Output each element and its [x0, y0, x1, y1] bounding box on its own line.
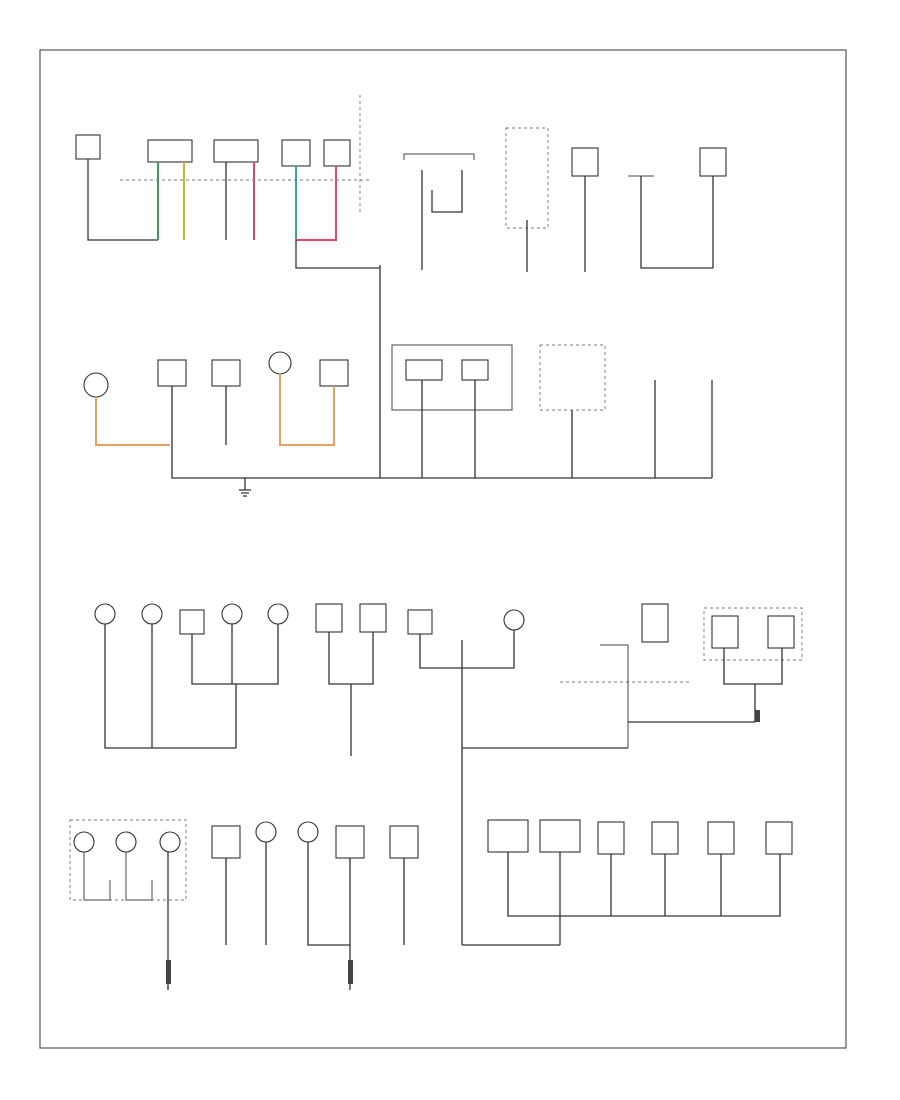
component-box [323, 139, 351, 167]
component-box [539, 819, 581, 853]
component-box [711, 615, 739, 649]
component-box [359, 603, 387, 633]
ground-connector [755, 710, 760, 722]
gauge-bulb [73, 831, 95, 853]
component-box [571, 147, 599, 177]
orange-wire [279, 374, 335, 446]
connector-outline [703, 607, 803, 661]
component-box [157, 359, 187, 387]
component-box [651, 821, 679, 855]
component-box [597, 821, 625, 855]
section-bottom-row [69, 819, 793, 990]
diagram-border [39, 49, 847, 1049]
lamp-bulb [255, 821, 277, 843]
component-bracket [403, 153, 475, 160]
gauge-bulb [115, 831, 137, 853]
component-box [641, 603, 669, 643]
lamp-bulb [141, 603, 163, 625]
ground-connector [348, 960, 353, 984]
component-box [211, 359, 241, 387]
component-box [405, 359, 443, 381]
ground-symbol [239, 478, 251, 497]
lamp-bulb [221, 603, 243, 625]
section-top-row [75, 95, 727, 272]
section-third-row [94, 603, 803, 945]
lamp-bulb [94, 603, 116, 625]
component-box [389, 825, 419, 859]
lamp-bulb [268, 351, 292, 375]
component-box [767, 615, 795, 649]
lamp-bulb [83, 372, 109, 398]
relay-block-outline [391, 344, 513, 411]
orange-wire [95, 397, 170, 446]
component-box [319, 359, 349, 387]
component-box [213, 139, 259, 163]
lamp-bulb [503, 609, 525, 631]
component-box [315, 603, 343, 633]
component-box [487, 819, 529, 853]
lamp-bulb [297, 821, 319, 843]
ground-wire [87, 159, 158, 241]
ground-connector [166, 960, 171, 984]
module-outline [539, 344, 606, 411]
component-box [335, 825, 365, 859]
lamp-bulb [267, 603, 289, 625]
component-box [765, 821, 793, 855]
component-box [75, 134, 101, 160]
component-box [211, 825, 241, 859]
component-box [707, 821, 735, 855]
component-box [699, 147, 727, 177]
component-box [407, 609, 433, 635]
component-box [147, 139, 193, 163]
component-box [179, 609, 205, 635]
relay-outline [505, 127, 549, 229]
component-box [281, 139, 311, 167]
splice-wire [295, 240, 380, 269]
gauge-bulb [159, 831, 181, 853]
section-second-row [83, 344, 713, 497]
component-box [461, 359, 489, 381]
red-wire [296, 166, 337, 241]
